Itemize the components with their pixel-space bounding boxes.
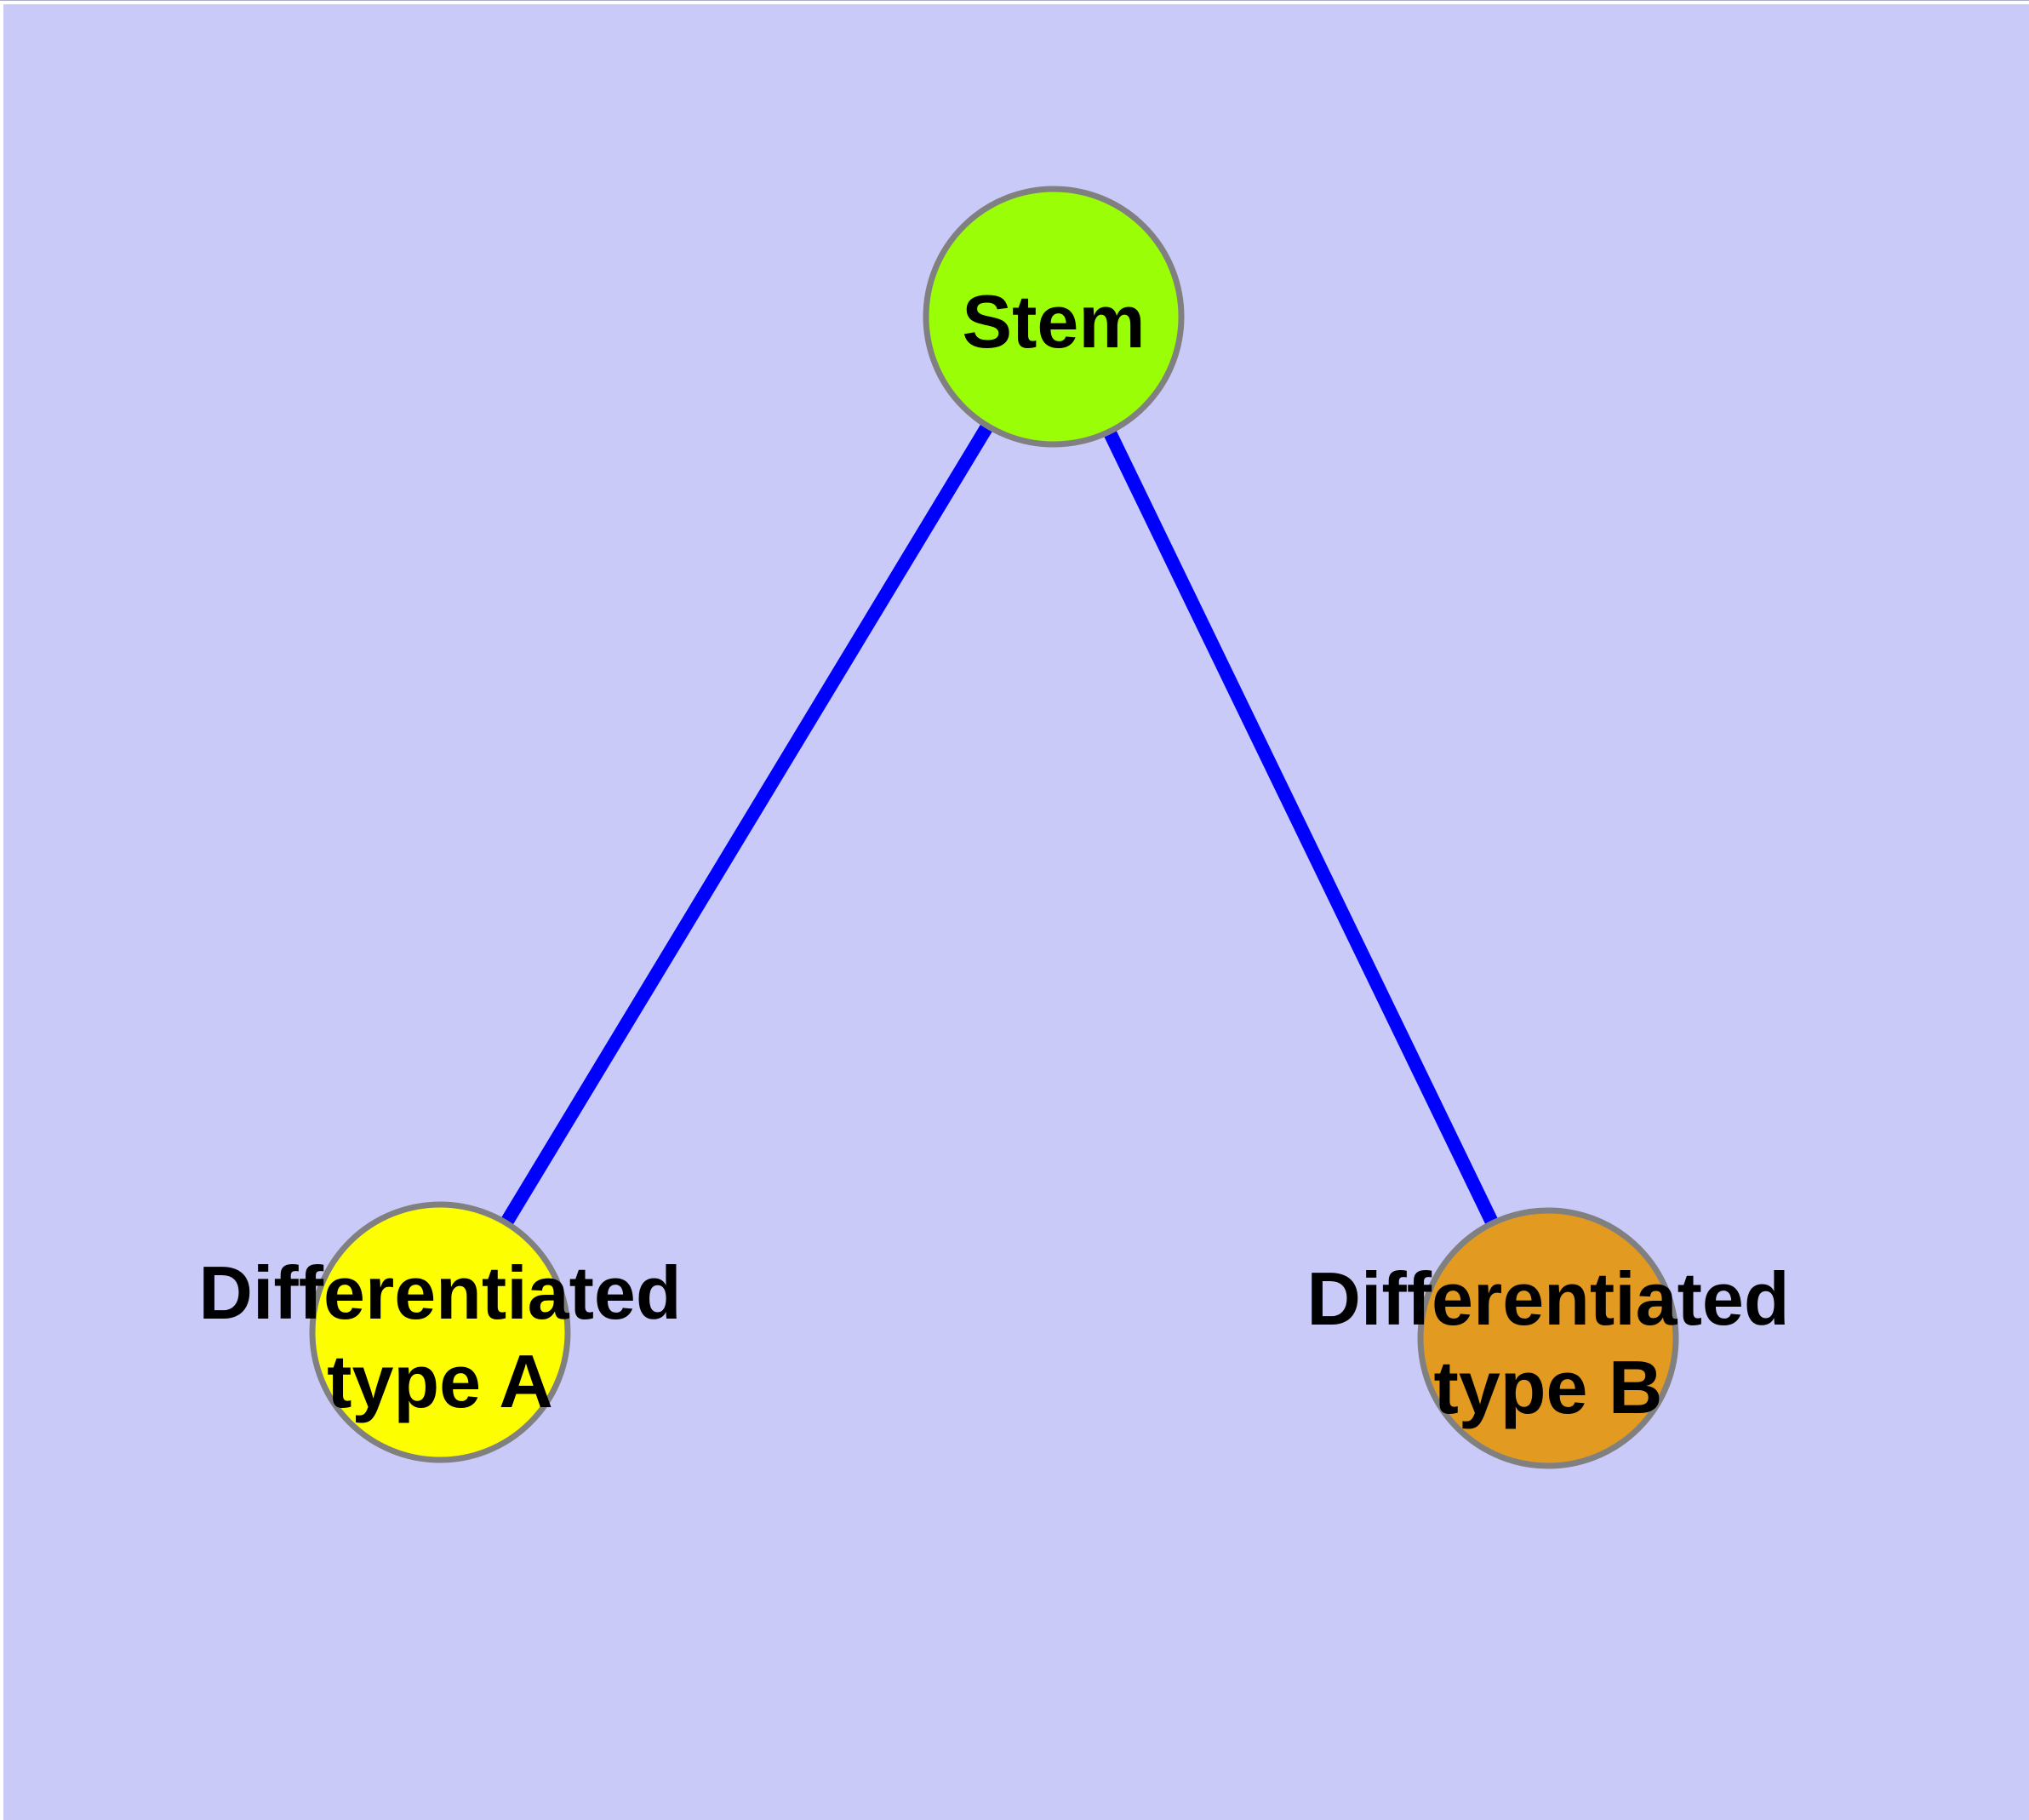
node-label-stem: Stem (962, 279, 1145, 363)
node-circle-differentiated-type-a (309, 1201, 571, 1463)
node-label-line: type B (1434, 1345, 1663, 1429)
edge-stem-to-differentiated-type-a[interactable] (434, 312, 1060, 1336)
edges-layer (434, 312, 1555, 1342)
node-label-line: Differentiated (1306, 1256, 1789, 1341)
node-label-line: Differentiated (198, 1251, 681, 1335)
edge-stem-to-differentiated-type-b[interactable] (1047, 313, 1555, 1342)
node-stem[interactable]: Stem (923, 186, 1185, 448)
node-circle-stem (923, 186, 1185, 448)
node-label-line: type A (327, 1339, 553, 1423)
node-circle-differentiated-type-b (1417, 1207, 1679, 1469)
node-label-line: Stem (962, 279, 1145, 363)
